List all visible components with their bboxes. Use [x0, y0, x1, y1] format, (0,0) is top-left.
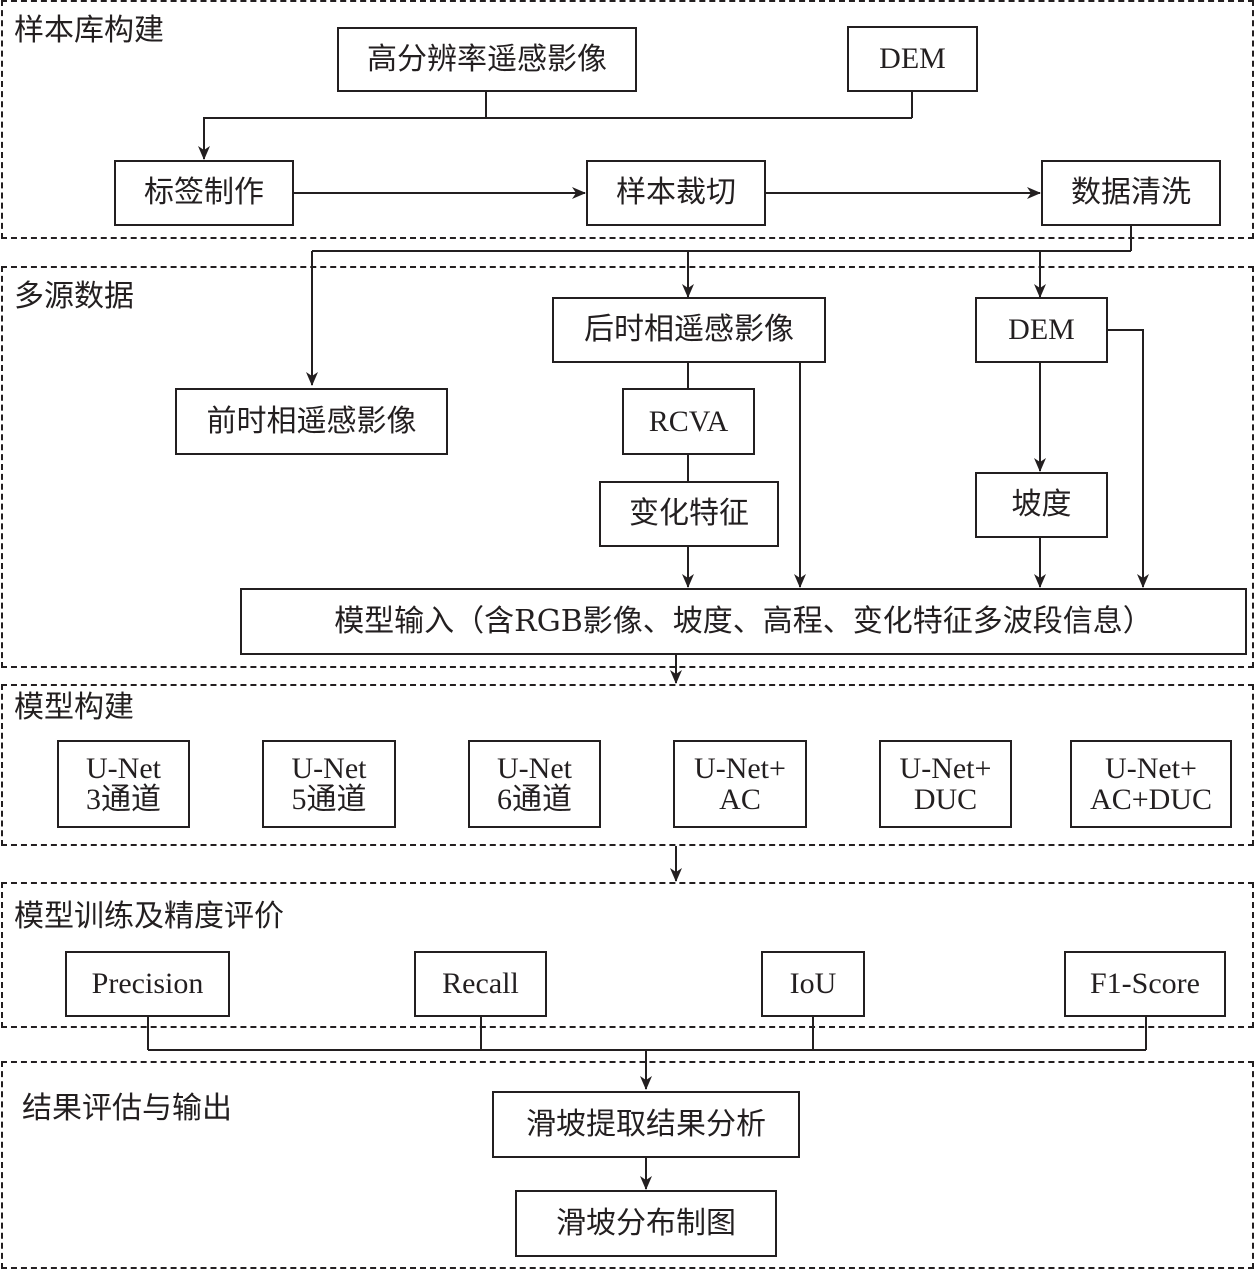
- model-line2: AC+DUC: [1090, 783, 1212, 816]
- node-data-clean: 数据清洗: [1041, 160, 1221, 226]
- section-train-eval: [1, 882, 1254, 1028]
- section-title-train-eval: 模型训练及精度评价: [14, 899, 284, 934]
- model-line2: AC: [719, 783, 761, 816]
- node-sample-crop: 样本裁切: [586, 160, 766, 226]
- section-title-sample-library: 样本库构建: [14, 13, 164, 48]
- model-unet-ac: U-Net+ AC: [673, 740, 807, 828]
- model-line1: U-Net: [291, 751, 367, 785]
- metric-iou: IoU: [761, 951, 865, 1017]
- model-unet-3ch: U-Net 3通道: [57, 740, 190, 828]
- node-model-input: 模型输入（含RGB影像、坡度、高程、变化特征多波段信息）: [240, 588, 1247, 655]
- section-model-build: [1, 684, 1254, 846]
- section-sample-library: [1, 0, 1254, 239]
- section-title-result: 结果评估与输出: [22, 1091, 232, 1126]
- model-line1: U-Net+: [899, 751, 992, 785]
- model-line2: 6通道: [497, 783, 572, 816]
- node-hr-remote-sensing-image: 高分辨率遥感影像: [337, 27, 637, 92]
- model-line1: U-Net+: [694, 751, 786, 785]
- model-line2: DUC: [913, 783, 978, 816]
- metric-f1-score: F1-Score: [1064, 951, 1226, 1017]
- node-label-making: 标签制作: [114, 160, 294, 226]
- model-line2: 3通道: [86, 783, 161, 816]
- edge-merge-to-label: [198, 117, 912, 160]
- model-unet-duc: U-Net+ DUC: [879, 740, 1012, 828]
- node-dem-mid: DEM: [975, 297, 1108, 363]
- model-line1: U-Net+: [1105, 751, 1197, 785]
- model-unet-6ch: U-Net 6通道: [468, 740, 601, 828]
- node-change-feature: 变化特征: [599, 481, 779, 547]
- node-result-analysis: 滑坡提取结果分析: [492, 1091, 800, 1158]
- node-rcva: RCVA: [622, 388, 755, 455]
- model-line1: U-Net: [86, 751, 161, 785]
- node-post-temporal-image: 后时相遥感影像: [552, 297, 826, 363]
- section-title-multi-source: 多源数据: [14, 279, 134, 314]
- edge-dem-to-input: [1107, 329, 1149, 588]
- section-multi-source-data: [1, 266, 1254, 668]
- node-distribution-map: 滑坡分布制图: [515, 1190, 777, 1257]
- metric-recall: Recall: [414, 951, 547, 1017]
- model-unet-ac-duc: U-Net+ AC+DUC: [1070, 740, 1232, 828]
- metric-precision: Precision: [65, 951, 230, 1017]
- section-result-output: [1, 1061, 1254, 1269]
- node-slope: 坡度: [975, 472, 1108, 538]
- model-unet-5ch: U-Net 5通道: [262, 740, 396, 828]
- model-line2: 5通道: [291, 783, 367, 816]
- model-line1: U-Net: [497, 751, 572, 785]
- section-title-model-build: 模型构建: [14, 690, 134, 725]
- node-dem-top: DEM: [847, 26, 978, 92]
- node-pre-temporal-image: 前时相遥感影像: [175, 388, 448, 455]
